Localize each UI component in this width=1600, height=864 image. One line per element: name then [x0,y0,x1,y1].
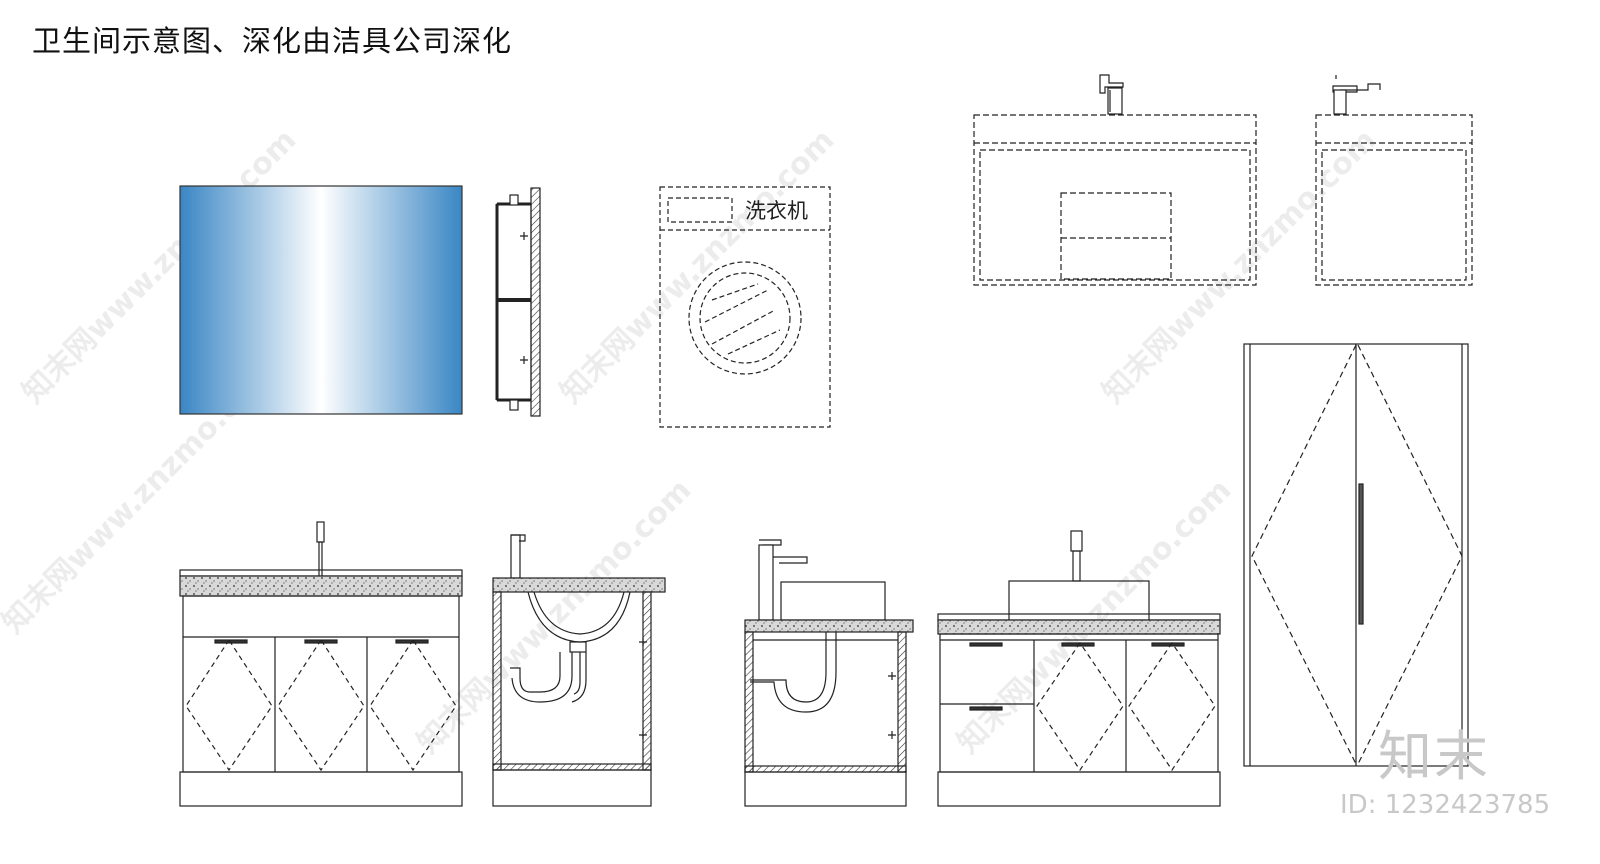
vanity-front-three-door [179,521,463,807]
washing-machine-label: 洗衣机 [745,199,808,223]
mirror-front-view [179,185,463,415]
tall-cabinet-front-view [1243,343,1469,767]
watermark-logo: 知末 [1378,725,1490,788]
mirror-side-section [495,187,541,417]
wall-cabinet-front-view [973,74,1257,286]
vanity-front-drawers-vessel [937,530,1221,807]
washing-machine-front-view [659,186,831,428]
wall-cabinet-side-view [1315,75,1473,286]
watermark-id: ID: 1232423785 [1340,790,1551,820]
page-title: 卫生间示意图、深化由洁具公司深化 [32,24,513,58]
vanity-section-vessel [744,539,914,807]
vanity-section-undermount [492,534,666,807]
